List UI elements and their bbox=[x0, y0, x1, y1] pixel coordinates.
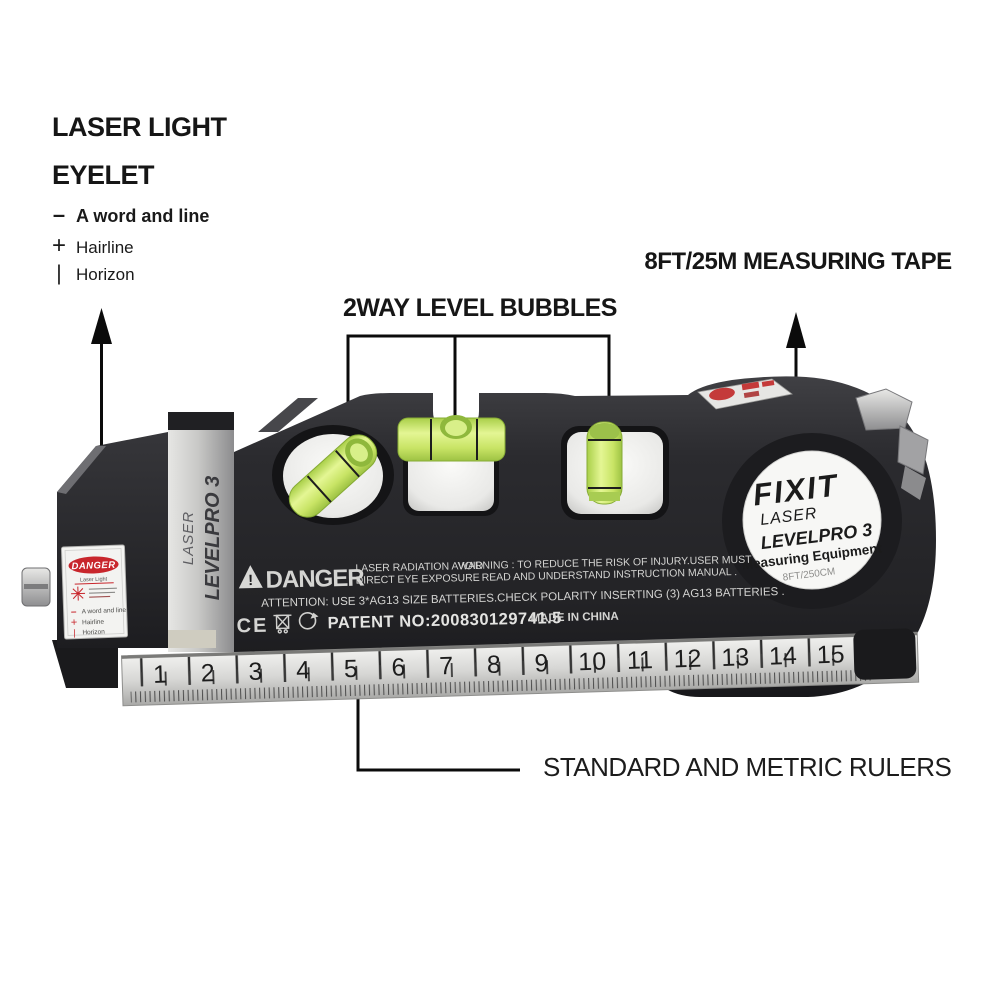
legend-label: Horizon bbox=[76, 265, 135, 284]
vertical-bubble-vial bbox=[586, 421, 623, 505]
vertical-bubble-window bbox=[561, 421, 669, 520]
reel-laser-text: LASER bbox=[759, 505, 818, 529]
legend-row-hairline: + Hairline bbox=[42, 232, 134, 260]
label-measuring-tape: 8FT/25M MEASURING TAPE bbox=[644, 248, 952, 275]
legend-label: A word and line bbox=[76, 206, 210, 226]
side-band-levelpro-text: LEVELPRO 3 bbox=[202, 476, 224, 600]
sticker-bar-symbol: | bbox=[73, 628, 76, 638]
warning-line-2: READ AND UNDERSTAND INSTRUCTION MANUAL . bbox=[481, 566, 737, 584]
sticker-subtitle: Laser Light bbox=[80, 577, 108, 584]
ruler-number: 10 bbox=[578, 647, 607, 676]
body-notch bbox=[168, 630, 216, 648]
side-band-laser-text: LASER bbox=[180, 511, 197, 565]
top-warning-sticker bbox=[697, 378, 793, 410]
rulers-callout-line bbox=[356, 676, 520, 772]
ruler-end-cap bbox=[853, 628, 917, 680]
tape-arrowhead-icon bbox=[786, 312, 806, 348]
bubbles-bracket-line bbox=[346, 334, 611, 455]
ruler-number: 11 bbox=[627, 646, 654, 675]
bar-symbol: | bbox=[56, 262, 62, 285]
sticker-item-label: Hairline bbox=[82, 619, 105, 627]
sticker-minus-symbol: – bbox=[71, 607, 77, 618]
ruler-number: 8 bbox=[486, 651, 501, 679]
sticker-item-label: Horizon bbox=[82, 629, 105, 637]
tilted-bubble-vial bbox=[288, 434, 378, 518]
horizontal-bubble-window bbox=[397, 415, 506, 516]
ruler-number: 3 bbox=[248, 658, 263, 686]
sticker-danger-word: DANGER bbox=[71, 560, 116, 573]
ruler-number: 9 bbox=[534, 649, 549, 677]
ruler-number: 7 bbox=[439, 652, 454, 680]
warning-print-block: ! DANGER LASER RADIATION AVOID DIRECT EY… bbox=[236, 554, 784, 638]
sticker-item-label: A word and line bbox=[82, 607, 127, 616]
sticker-plus-symbol: + bbox=[71, 617, 78, 629]
ruler-number: 13 bbox=[721, 643, 750, 672]
device-foot bbox=[52, 640, 118, 688]
laser-starburst-icon bbox=[71, 586, 86, 601]
ruler-number: 15 bbox=[816, 640, 845, 669]
radiation-line-1: LASER RADIATION AVOID bbox=[355, 560, 484, 575]
patent-number: PATENT NO:200830129741.5 bbox=[327, 609, 562, 632]
label-laser-light: LASER LIGHT bbox=[52, 112, 227, 142]
ce-mark: CE bbox=[236, 615, 268, 638]
radiation-line-2: DIRECT EYE EXPOSURE bbox=[356, 572, 480, 587]
danger-sticker: DANGER Laser Light – + | A word and line… bbox=[60, 544, 129, 640]
ruler-numbers: 1 2 3 4 5 6 7 8 9 10 11 12 13 14 15 bbox=[153, 640, 845, 689]
ruler-number: 6 bbox=[391, 653, 406, 681]
horizontal-bubble-vial bbox=[397, 415, 506, 462]
reel-label: FIXIT LASER LEVELPRO 3 Measuring Equipme… bbox=[722, 433, 902, 609]
plus-symbol: + bbox=[51, 232, 66, 259]
eyelet-arrowhead-icon bbox=[91, 308, 112, 344]
tape-clip bbox=[855, 388, 929, 500]
ruler: 1 2 3 4 5 6 7 8 9 10 11 12 13 14 15 bbox=[121, 628, 920, 707]
warning-exclamation: ! bbox=[248, 572, 253, 589]
warning-triangle-icon bbox=[238, 565, 263, 589]
mm-ticks bbox=[130, 669, 871, 703]
ruler-number: 5 bbox=[343, 655, 358, 683]
legend-row-horizon: | Horizon bbox=[42, 262, 135, 286]
label-level-bubbles: 2WAY LEVEL BUBBLES bbox=[343, 294, 617, 322]
ruler-number: 2 bbox=[200, 659, 215, 687]
side-band: LASER LEVELPRO 3 bbox=[168, 412, 234, 652]
minus-symbol: – bbox=[52, 202, 66, 227]
body-highlight bbox=[258, 398, 318, 432]
ruler-number: 12 bbox=[673, 645, 702, 674]
legend-label: Hairline bbox=[76, 238, 134, 257]
danger-word: DANGER bbox=[265, 564, 364, 593]
made-in-text: MADE IN CHINA bbox=[530, 611, 618, 625]
label-eyelet: EYELET bbox=[52, 160, 155, 190]
legend-row-word-line: – A word and line bbox=[42, 202, 209, 228]
weee-bin-icon bbox=[273, 614, 292, 634]
half-cm-ticks bbox=[130, 650, 867, 687]
ruler-number: 1 bbox=[153, 660, 168, 688]
ruler-number: 4 bbox=[296, 656, 311, 684]
tilted-bubble-window bbox=[272, 425, 394, 525]
circular-arrow-icon bbox=[298, 611, 319, 630]
ruler-number: 14 bbox=[769, 642, 798, 671]
label-standard-metric-rulers: STANDARD AND METRIC RULERS bbox=[543, 752, 952, 782]
